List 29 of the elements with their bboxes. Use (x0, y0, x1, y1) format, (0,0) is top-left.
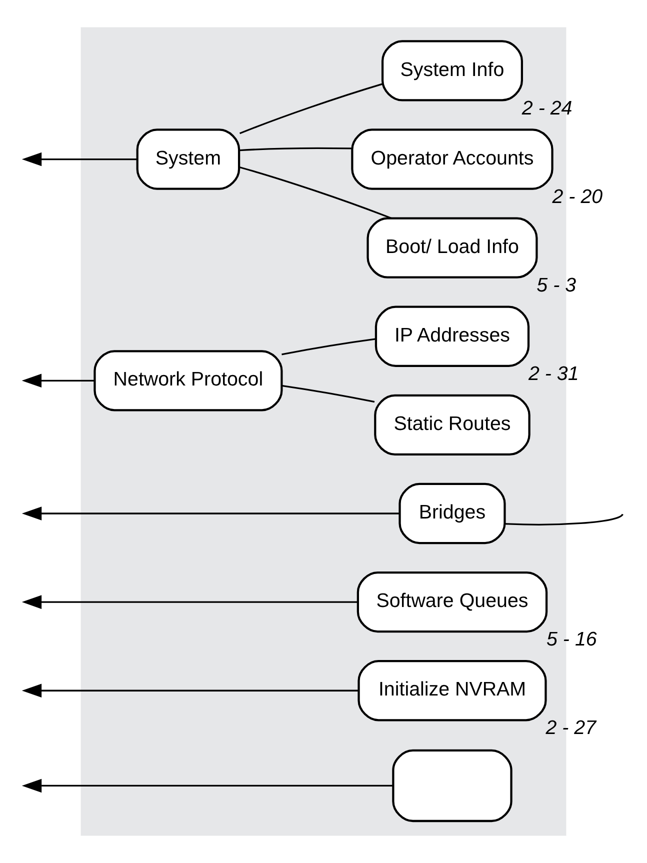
node-box: Static Routes (374, 394, 530, 456)
node-box: System (136, 128, 240, 190)
node-box (392, 749, 512, 822)
connector (239, 83, 382, 134)
connector (505, 514, 624, 526)
arrow (22, 374, 94, 388)
node-label: 5 - 16 (546, 628, 597, 651)
node-label: 2 - 20 (552, 186, 603, 208)
node-box: System Info (381, 40, 523, 102)
node-label: 5 - 3 (536, 274, 576, 296)
connector (282, 338, 376, 356)
node-label: 2 - 27 (546, 717, 596, 740)
connector (282, 384, 375, 403)
arrow (22, 595, 358, 609)
arrow (22, 152, 137, 166)
node-box: Network Protocol (94, 350, 283, 412)
node-label: 2 - 24 (522, 97, 572, 120)
node-label: 2 - 31 (528, 363, 579, 386)
node-box: Software Queues (356, 571, 548, 633)
node-box: Initialize NVRAM (358, 660, 547, 722)
arrow (22, 684, 359, 698)
node-box: Bridges (398, 482, 506, 544)
node-box: Boot/ Load Info (366, 217, 538, 278)
node-box: IP Addresses (374, 306, 530, 367)
arrow (22, 778, 394, 793)
connector (240, 147, 352, 152)
node-box: Operator Accounts (351, 128, 554, 190)
connector (238, 166, 392, 220)
arrow (22, 506, 400, 520)
